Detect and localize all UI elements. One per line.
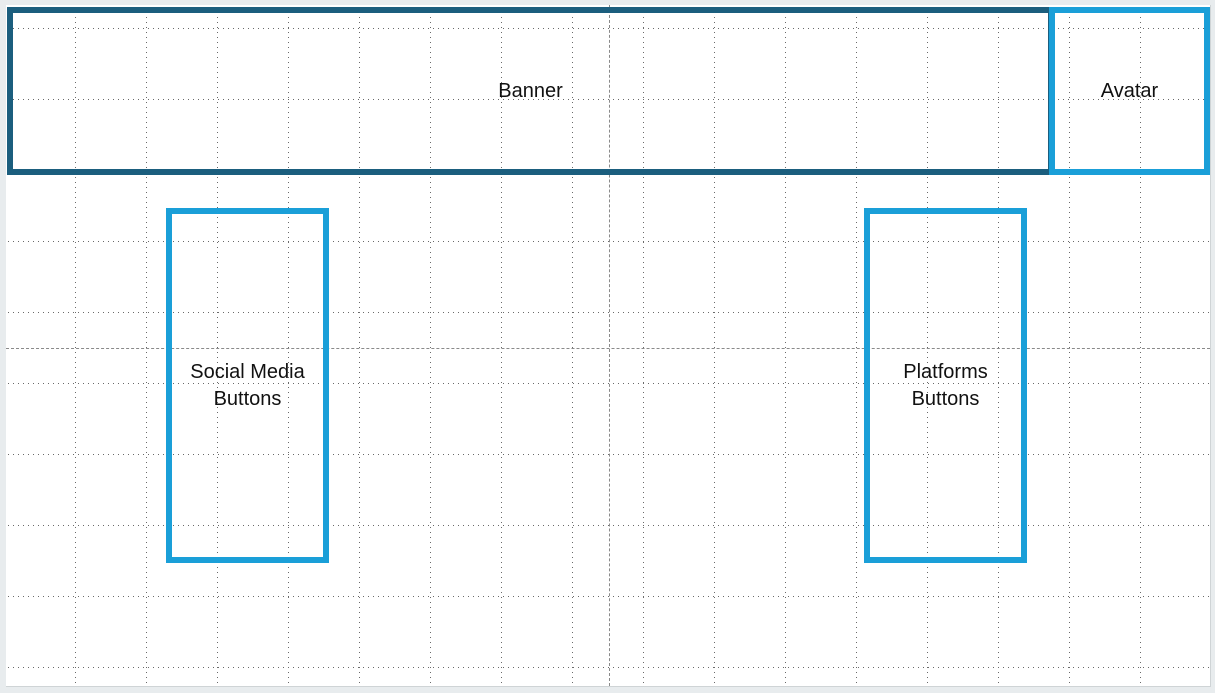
wireframe-canvas: Banner Avatar Social Media Buttons Platf… [6, 5, 1211, 687]
avatar-label: Avatar [1100, 79, 1159, 102]
avatar-box[interactable]: Avatar [1049, 7, 1210, 175]
horizontal-center-guide [6, 348, 1210, 349]
banner-box[interactable]: Banner [7, 7, 1054, 175]
social-media-buttons-box[interactable]: Social Media Buttons [166, 208, 329, 563]
vertical-center-guide [609, 5, 610, 686]
social-media-buttons-label: Social Media Buttons [190, 360, 305, 410]
banner-label: Banner [498, 79, 563, 102]
platforms-buttons-label: Platforms Buttons [903, 360, 988, 410]
platforms-buttons-box[interactable]: Platforms Buttons [864, 208, 1027, 563]
